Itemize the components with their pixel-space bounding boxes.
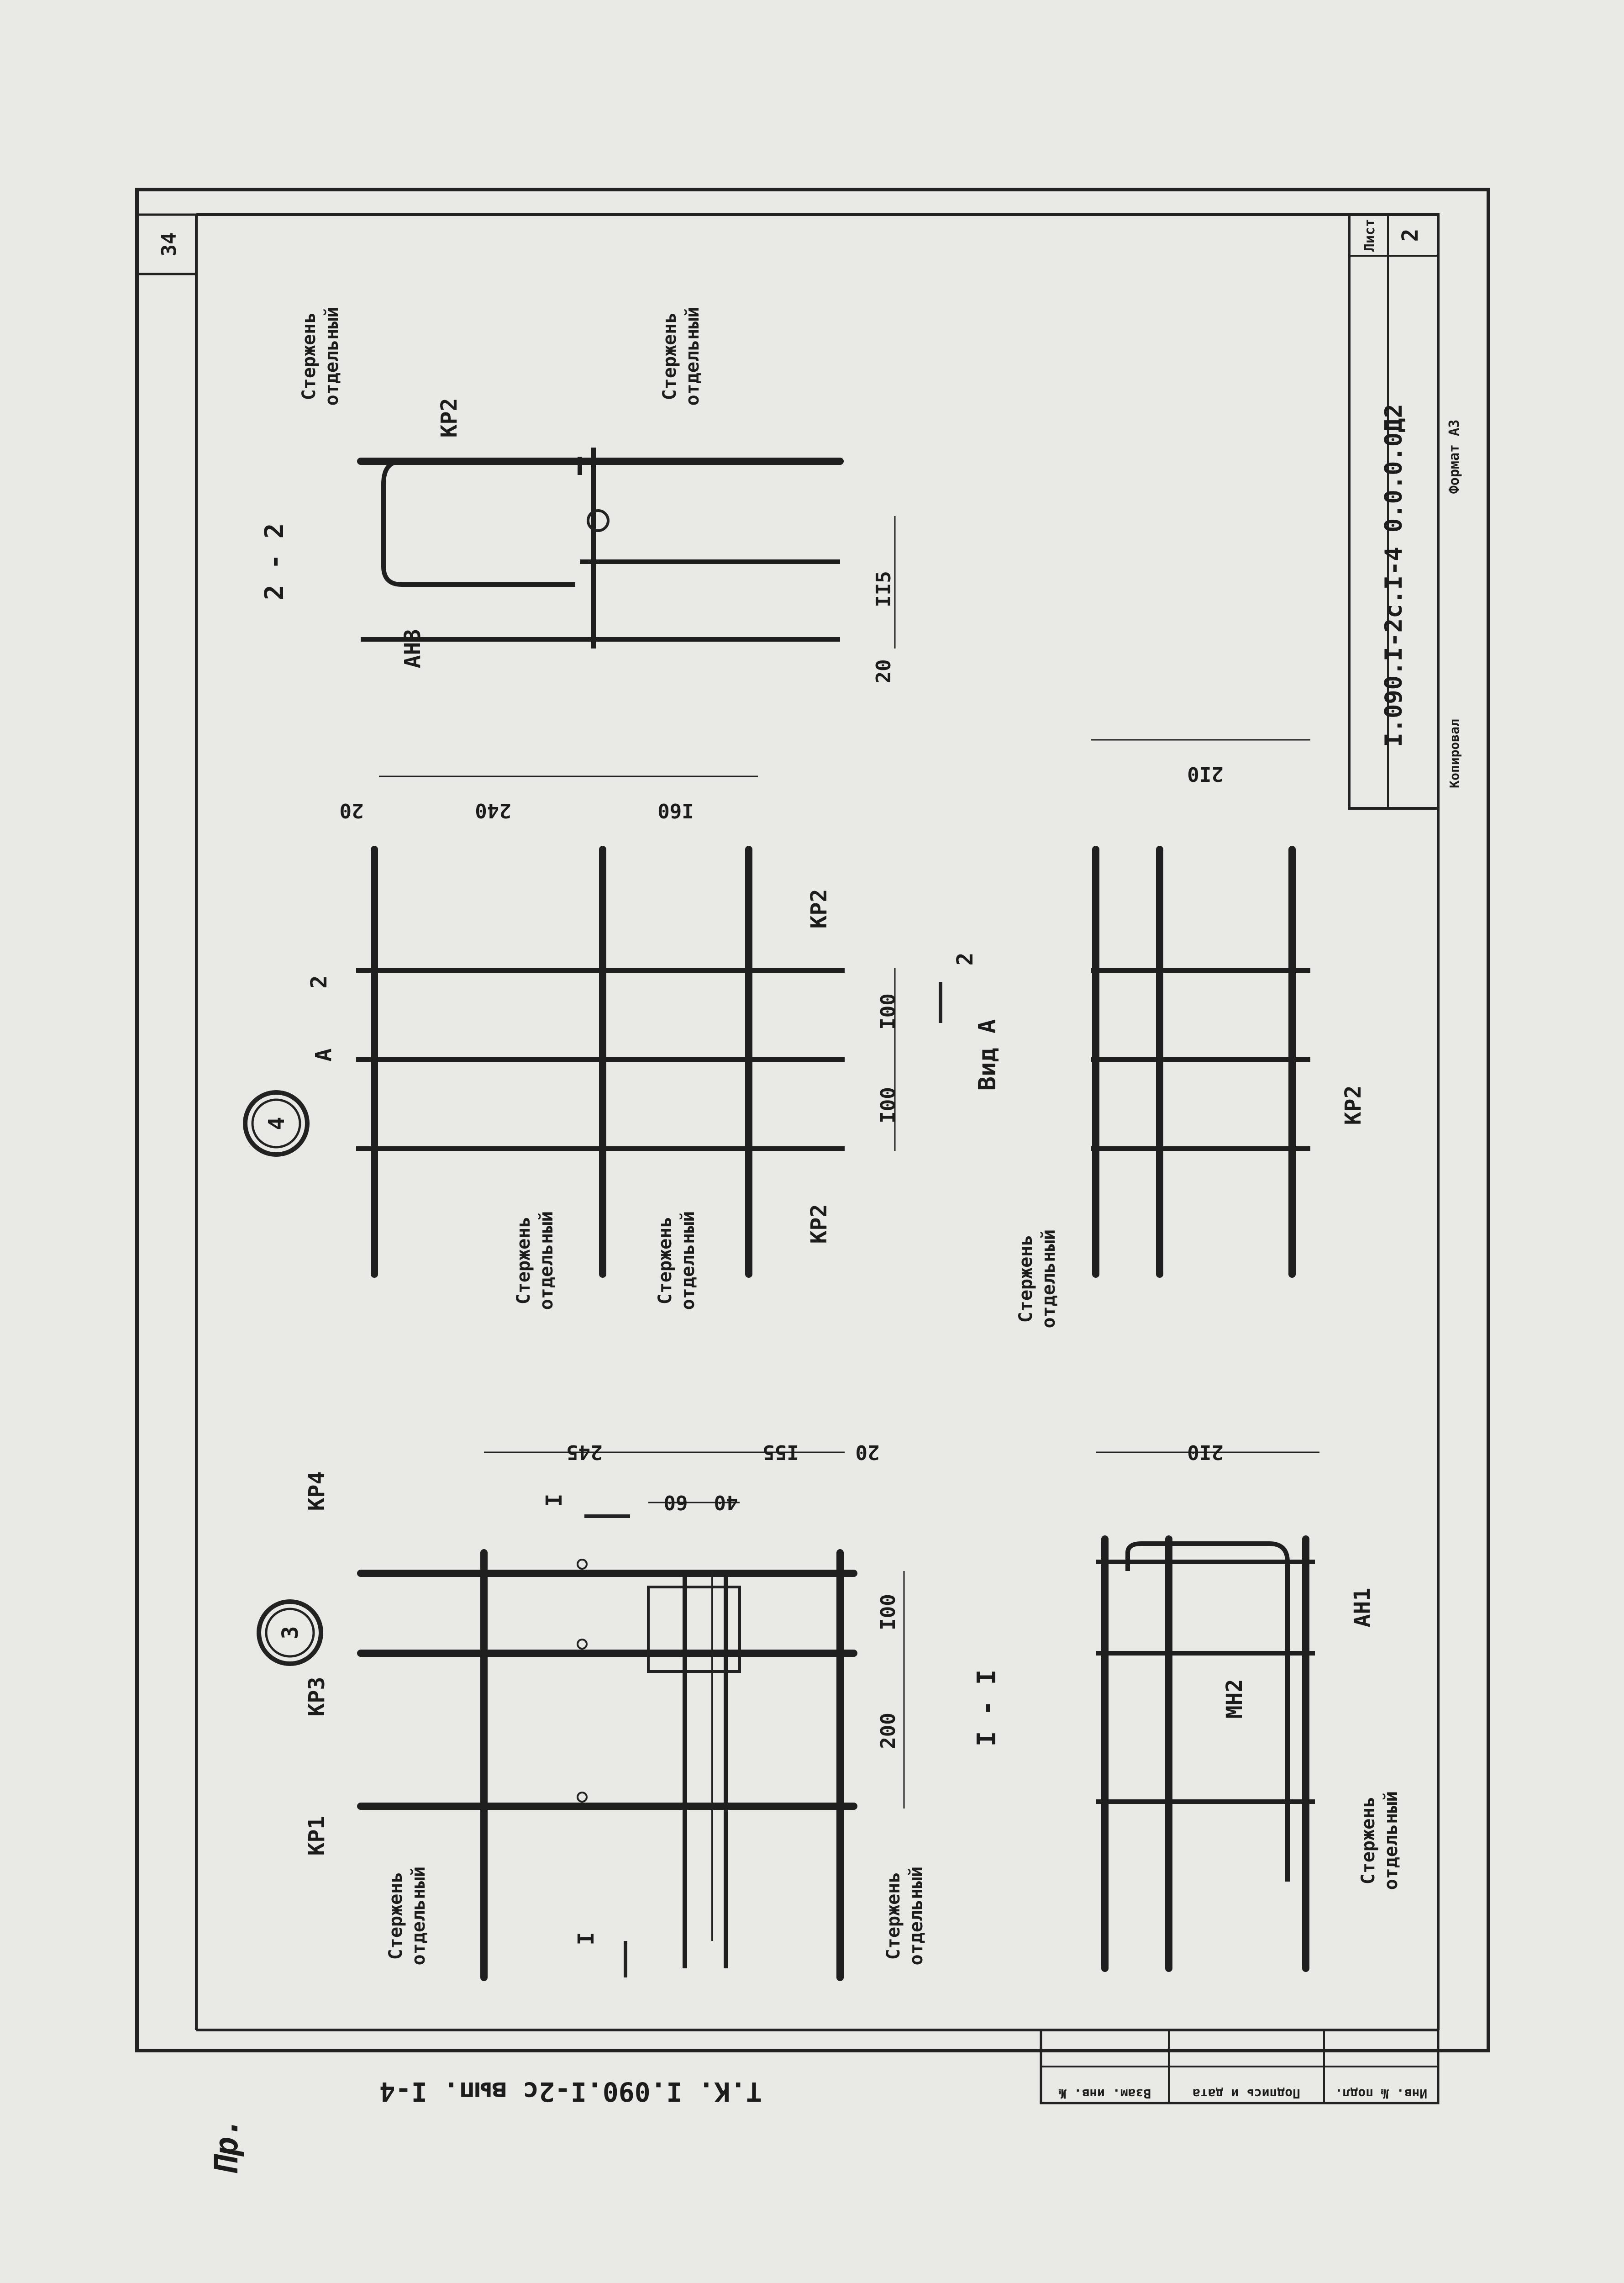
node-4-drawing: 4 20 240 I60 I00 I00 КР2 КР2 Стержень от… bbox=[243, 775, 978, 1310]
node-3-sterzhen-left-2: отдельный bbox=[408, 1866, 429, 1966]
node-4-sterzhen-b-2: отдельный bbox=[678, 1211, 699, 1310]
section-2-2-sterzhen-bot-1: Стержень bbox=[659, 312, 680, 401]
stamp-vzam-inv: Взам. инв. № bbox=[1059, 2086, 1151, 2101]
stamp-block: Инв. № подл. Подпись и дата Взам. инв. № bbox=[1040, 2029, 1440, 2104]
node-4-dim-100a: I00 bbox=[877, 993, 900, 1029]
drawing-designation: I.090.I-2c.I-4 0.0.0.0Д2 bbox=[1380, 404, 1408, 747]
section-1-1-label-mh2: МН2 bbox=[1222, 1679, 1247, 1719]
node-4-dim-20: 20 bbox=[340, 799, 364, 822]
section-1-1-label-ah1: АН1 bbox=[1350, 1588, 1375, 1628]
section-1-1-title: I - I bbox=[972, 1670, 1002, 1747]
node-4-sterzhen-a-2: отдельный bbox=[536, 1211, 557, 1310]
node-3-sterzhen-bottom-1: Стержень bbox=[883, 1872, 904, 1960]
node-4-number: 4 bbox=[264, 1117, 289, 1130]
node-3-sterzhen-left-1: Стержень bbox=[385, 1872, 406, 1960]
section-2-2-title: 2 - 2 bbox=[260, 523, 289, 601]
node-3-dim-200: 200 bbox=[877, 1713, 900, 1749]
section-2-2-sterzhen-bot-2: отдельный bbox=[682, 307, 703, 406]
stamp-podpis-data: Подпись и дата bbox=[1193, 2086, 1300, 2101]
page-number: 34 bbox=[158, 232, 181, 257]
list-number: 2 bbox=[1398, 229, 1423, 242]
section-2-2-sterzhen-top-1: Стержень bbox=[299, 312, 320, 401]
kopiroval-label: Копировал bbox=[1447, 719, 1462, 788]
section-2-2-dim-115: II5 bbox=[872, 571, 895, 607]
section-2-2-sterzhen-top-2: отдельный bbox=[321, 307, 342, 406]
section-1-1-sterzhen-1: Стержень bbox=[1358, 1797, 1379, 1885]
node-3-number: 3 bbox=[278, 1626, 303, 1640]
signature-mark: Пр. bbox=[208, 2118, 245, 2175]
section-2-2-drawing: 2 - 2 II5 20 АН3 КР2 Стержень отдельный … bbox=[260, 307, 896, 684]
section-2-2-dim-20: 20 bbox=[872, 659, 895, 684]
node-3-label-kp3: КР3 bbox=[304, 1677, 330, 1717]
node-3-sterzhen-bottom-2: отдельный bbox=[906, 1866, 927, 1966]
node-3-dim-100: I00 bbox=[877, 1594, 900, 1630]
node-3-dim-60: 60 bbox=[664, 1491, 688, 1514]
view-a-title: Вид А bbox=[974, 1019, 1001, 1091]
section-1-1-sterzhen-2: отдельный bbox=[1381, 1791, 1402, 1890]
stamp-inv-podl: Инв. № подл. bbox=[1335, 2086, 1427, 2101]
view-a-drawing: Вид А 2I0 КР2 Стержень отдельный bbox=[974, 739, 1366, 1329]
view-a-dim-210: 2I0 bbox=[1187, 762, 1223, 786]
node-4-dim-160: I60 bbox=[657, 799, 694, 822]
node-3-dim-155: I55 bbox=[762, 1440, 799, 1464]
node-4-section-mark-bottom: 2 bbox=[952, 953, 978, 966]
node-4-dim-240: 240 bbox=[475, 799, 511, 822]
node-3-section-mark-bottom: I bbox=[573, 1932, 599, 1946]
node-3-label-kp4: КР4 bbox=[304, 1471, 330, 1511]
node-3-label-kp1: КР1 bbox=[304, 1816, 330, 1856]
list-label: Лист bbox=[1362, 219, 1378, 252]
format-label: Формат А3 bbox=[1446, 420, 1462, 494]
sheet-frame bbox=[135, 188, 1490, 2052]
node-3-drawing: 3 200 I00 245 I55 20 60 40 КР1 КР3 КР4 С… bbox=[257, 1440, 927, 1981]
node-4-label-kp2-bottom: КР2 bbox=[806, 1204, 832, 1244]
view-a-sterzhen-2: отдельный bbox=[1038, 1229, 1059, 1329]
section-2-2-label-ah3: АН3 bbox=[400, 629, 426, 669]
node-3-dim-40: 40 bbox=[714, 1491, 738, 1514]
series-label: Т.К. I.090.I-2с вып. I-4 bbox=[379, 2076, 762, 2107]
node-4-dim-100b: I00 bbox=[877, 1087, 900, 1123]
section-1-1-drawing: I - I 2I0 АН1 МН2 Стержень отдельный bbox=[972, 1440, 1402, 1972]
node-4-sterzhen-b-1: Стержень bbox=[655, 1217, 676, 1305]
node-4-section-mark-top: 2 bbox=[306, 975, 332, 989]
node-4-view-arrow: А bbox=[311, 1048, 336, 1061]
view-a-label-kp2: КР2 bbox=[1340, 1086, 1366, 1125]
section-1-1-dim-210: 2I0 bbox=[1187, 1440, 1223, 1464]
node-4-label-kp2-top: КР2 bbox=[806, 889, 832, 929]
node-3-dim-245: 245 bbox=[566, 1440, 602, 1464]
view-a-sterzhen-1: Стержень bbox=[1015, 1235, 1036, 1323]
title-block: Лист 2 I.090.I-2c.I-4 0.0.0.0Д2 Копирова… bbox=[1348, 213, 1462, 810]
node-3-dim-20: 20 bbox=[856, 1440, 880, 1464]
node-3-section-mark-top: I bbox=[541, 1494, 567, 1507]
node-4-sterzhen-a-1: Стержень bbox=[513, 1217, 534, 1305]
section-2-2-label-kp2: КР2 bbox=[436, 398, 462, 438]
